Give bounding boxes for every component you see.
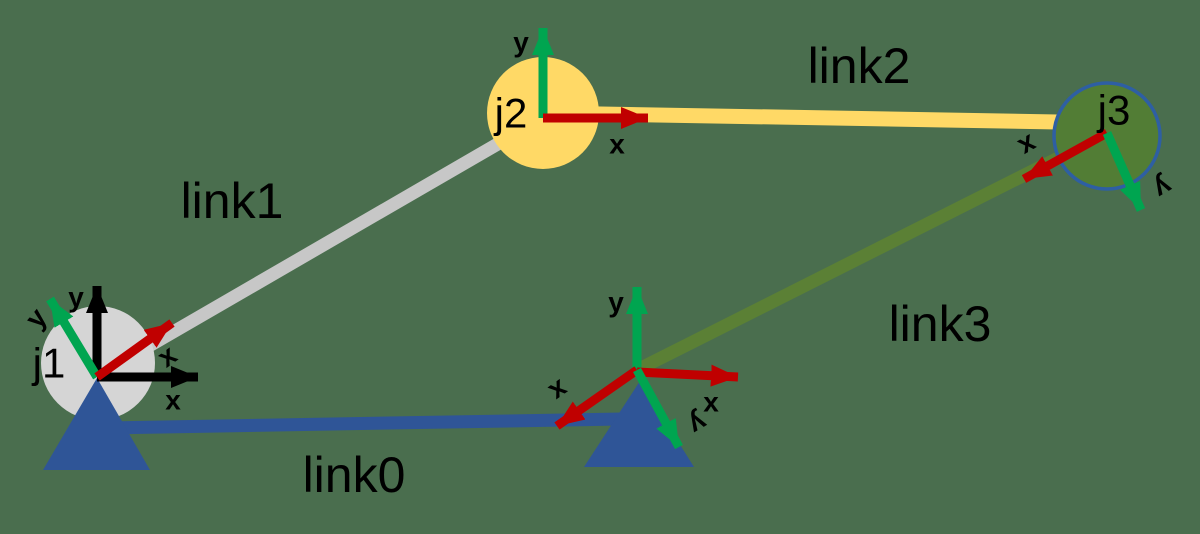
axis-label-j2-y-label: y	[513, 27, 529, 58]
link2-label: link2	[808, 38, 911, 94]
joint-j3-label: j3	[1096, 87, 1131, 134]
axis-label-f2-y-label: y	[608, 287, 624, 318]
axis-arrow-j1-rot-y	[46, 296, 101, 380]
axis-arrow-j3-rot-x	[1021, 129, 1110, 183]
link3-label: link3	[889, 296, 992, 352]
ground-1-triangle	[43, 378, 150, 470]
link0-label: link0	[303, 447, 406, 503]
axis-label-j1-base-y-label: y	[68, 282, 84, 313]
link0-bar	[102, 412, 623, 435]
axis-arrow-f2-rot-x	[554, 366, 640, 430]
axis-arrow-j1-rot-x	[94, 319, 175, 381]
axis-label-j2-x-label: x	[609, 129, 625, 160]
joint-j1-label: j1	[31, 340, 66, 387]
axis-label-j1-base-x-label: x	[165, 385, 181, 416]
joint-j2-label: j2	[493, 90, 528, 137]
axis-arrow-f2-rot-y	[633, 367, 683, 450]
axis-arrow-f2-x	[636, 364, 739, 387]
link1-label: link1	[181, 173, 284, 229]
axis-arrow-j3-rot-y	[1102, 131, 1146, 212]
axis-label-f2-x-label: x	[703, 387, 719, 418]
